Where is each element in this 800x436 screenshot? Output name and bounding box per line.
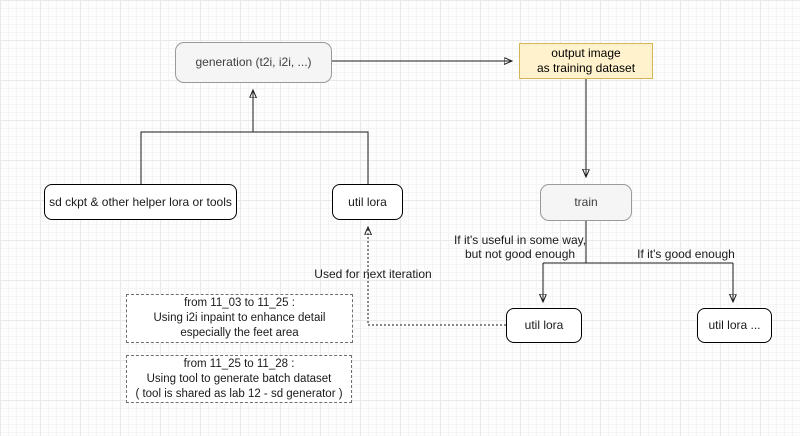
node-generation-label: generation (t2i, i2i, ...) — [195, 55, 312, 69]
note-i2i-inpaint[interactable]: from 11_03 to 11_25 : Using i2i inpaint … — [126, 294, 353, 343]
node-util-lora-mid[interactable]: util lora — [332, 184, 403, 220]
node-train[interactable]: train — [540, 184, 632, 221]
edge-label-good-enough: If it's good enough — [637, 247, 735, 261]
node-generation[interactable]: generation (t2i, i2i, ...) — [175, 42, 332, 83]
note-batch-dataset[interactable]: from 11_25 to 11_28 : Using tool to gene… — [126, 355, 352, 403]
node-util-lora-left-label: util lora — [524, 318, 564, 332]
node-util-lora-right-label: util lora ... — [708, 318, 761, 332]
node-sd-ckpt-label: sd ckpt & other helper lora or tools — [49, 194, 232, 209]
edge-label-next-iteration: Used for next iteration — [314, 267, 432, 281]
node-train-label: train — [574, 195, 598, 209]
node-util-lora-left[interactable]: util lora — [506, 308, 582, 343]
node-output-image[interactable]: output image as training dataset — [519, 43, 653, 79]
edge-label-useful: If it's useful in some way, but not good… — [453, 233, 587, 261]
node-util-lora-right[interactable]: util lora ... — [697, 308, 772, 343]
node-output-image-label: output image as training dataset — [536, 46, 636, 75]
node-sd-ckpt[interactable]: sd ckpt & other helper lora or tools — [44, 184, 237, 220]
node-util-lora-mid-label: util lora — [348, 194, 387, 209]
